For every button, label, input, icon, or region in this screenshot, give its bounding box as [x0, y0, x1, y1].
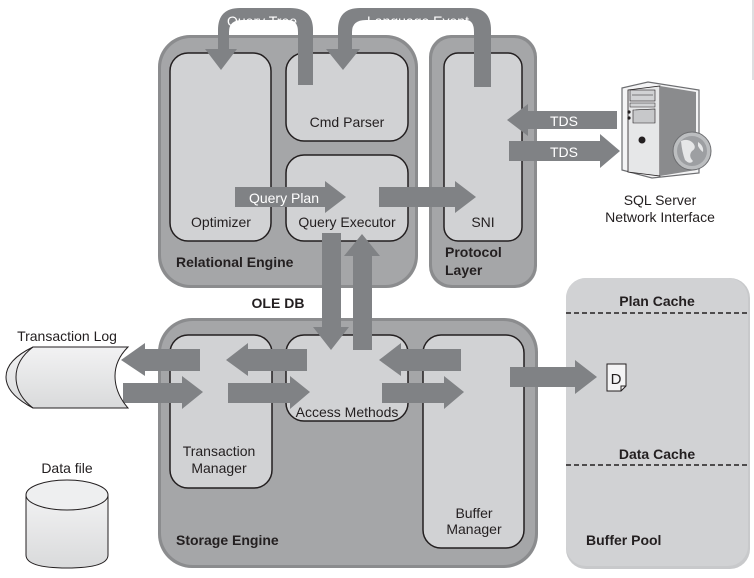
bm-to-pool-arrow: [510, 360, 597, 394]
access-methods-box: [285, 334, 409, 422]
relational-engine-label: Relational Engine: [176, 254, 294, 270]
relational-engine: Optimizer Cmd Parser Query Executor Rela…: [158, 35, 418, 288]
query-tree-label: Query Tree: [227, 13, 297, 29]
storage-engine: Transaction Manager Buffer Manager Stora…: [158, 318, 538, 568]
tds-out-arrow: [509, 134, 620, 168]
transaction-log-icon: [5, 346, 130, 409]
buffer-manager-label-2: Manager: [446, 521, 502, 537]
flow-arrows: [121, 8, 620, 409]
query-tree-arrow: [205, 8, 313, 85]
network-interface-label-2: Network Interface: [605, 209, 715, 225]
tm-to-am-arrow: [228, 376, 310, 409]
query-plan-arrow: [235, 181, 346, 213]
am-to-bm-arrow: [382, 376, 464, 409]
sni-label: SNI: [471, 214, 494, 230]
protocol-layer-label-1: Protocol: [445, 244, 502, 260]
transaction-manager-label-1: Transaction: [183, 443, 256, 459]
data-file-label: Data file: [41, 460, 93, 476]
globe-icon: [672, 131, 712, 171]
transaction-manager-label-2: Manager: [191, 460, 247, 476]
bm-to-am-arrow: [379, 343, 461, 376]
language-event-arrow: [326, 8, 491, 87]
cmd-parser-label: Cmd Parser: [310, 114, 385, 130]
tds-in-label: TDS: [550, 113, 578, 129]
page-glyph: D: [611, 371, 622, 388]
server-icon: [621, 81, 712, 179]
ole-db-up-arrow: [344, 234, 380, 350]
tds-in-arrow: [507, 104, 617, 136]
log-to-tm-arrow: [123, 376, 203, 409]
buffer-manager-label-1: Buffer: [455, 505, 492, 521]
ole-db-down-arrow: [313, 233, 349, 350]
transaction-log-label: Transaction Log: [17, 328, 117, 344]
optimizer-label: Optimizer: [191, 214, 251, 230]
access-methods-label: Access Methods: [296, 404, 399, 420]
query-plan-label: Query Plan: [249, 190, 319, 206]
ole-db-label: OLE DB: [252, 295, 305, 311]
page-icon: D: [606, 363, 627, 392]
network-interface-label-1: SQL Server: [624, 192, 697, 208]
buffer-pool: Plan Cache Data Cache Buffer Pool D: [566, 278, 750, 569]
executor-to-sni-arrow: [379, 181, 476, 213]
query-executor-label: Query Executor: [298, 214, 396, 230]
language-event-label: Language Event: [367, 13, 469, 29]
am-to-tm-arrow: [226, 343, 307, 376]
data-cache-label: Data Cache: [619, 446, 695, 462]
tm-to-log-arrow: [121, 343, 200, 376]
plan-cache-label: Plan Cache: [619, 293, 695, 309]
optimizer-box: [169, 52, 272, 242]
storage-engine-label: Storage Engine: [176, 532, 279, 548]
tds-out-label: TDS: [550, 144, 578, 160]
protocol-layer-label-2: Layer: [445, 262, 483, 278]
buffer-pool-label: Buffer Pool: [586, 532, 661, 548]
data-file-icon: [25, 479, 109, 569]
